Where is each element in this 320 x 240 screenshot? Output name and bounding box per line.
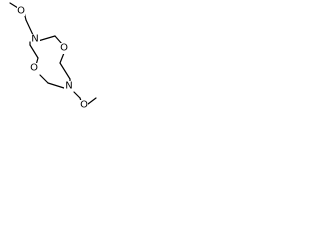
- bond-ring-left-upper: [29, 44, 39, 59]
- bond-ring-bottom-left: [39, 74, 49, 84]
- structure-diagram: O N O O N O: [0, 0, 104, 113]
- bond-n-ch2-bottom: [73, 91, 81, 99]
- atom-n-upper: N: [31, 34, 38, 45]
- bond-o-methyl-bottom: [87, 97, 97, 105]
- molecule-drawing: O N O O N O: [9, 2, 97, 111]
- bond-o-right-down: [59, 52, 65, 64]
- bond-ring-right-lower: [59, 62, 71, 80]
- atom-o-ring-right: O: [60, 43, 68, 54]
- atom-o-methoxy-top: O: [17, 6, 25, 17]
- atom-n-lower: N: [65, 81, 72, 92]
- bond-ring-top-right: [54, 35, 63, 45]
- atom-o-methoxy-bottom: O: [80, 100, 88, 111]
- atom-o-ring-left: O: [30, 63, 38, 74]
- bond-methyl-o-top: [9, 2, 19, 9]
- bond-ch2-n-top: [25, 19, 34, 36]
- bond-n-upper-right: [37, 35, 56, 42]
- bond-n-lower-left: [47, 82, 65, 89]
